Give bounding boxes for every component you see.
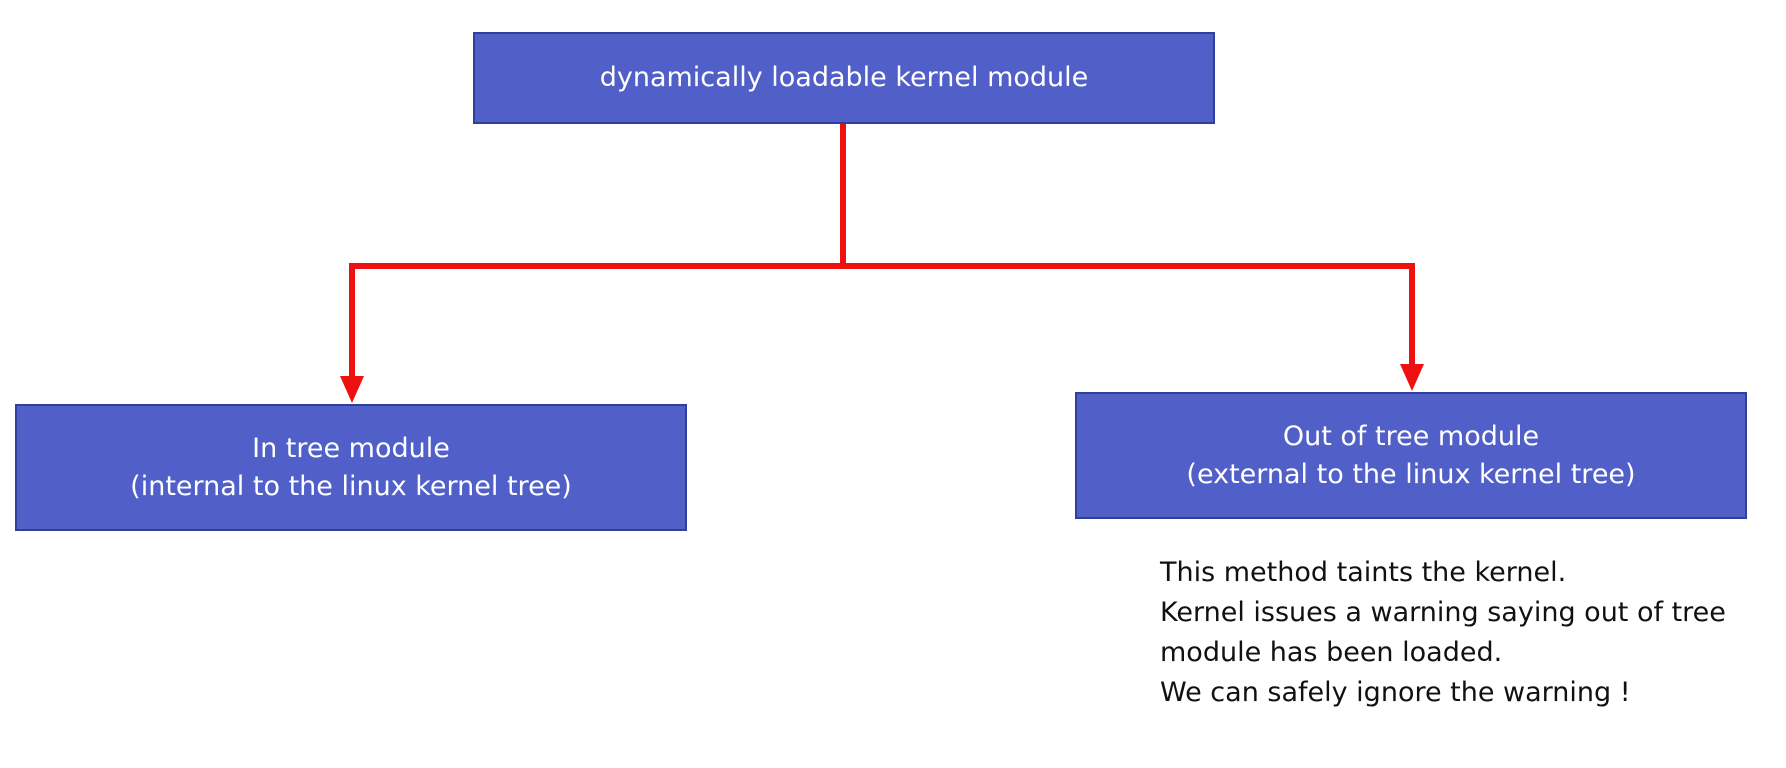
note-line: module has been loaded. [1160, 637, 1503, 668]
arrowhead-out-tree [1400, 364, 1424, 391]
note-line: We can safely ignore the warning ! [1160, 677, 1631, 708]
node-in-tree-module: In tree module (internal to the linux ke… [15, 404, 687, 531]
node-sublabel: (external to the linux kernel tree) [1186, 458, 1636, 490]
note-line: Kernel issues a warning saying out of tr… [1160, 597, 1726, 628]
arrowhead-in-tree [340, 376, 364, 403]
node-sublabel: (internal to the linux kernel tree) [130, 470, 572, 502]
node-label: Out of tree module [1282, 420, 1540, 452]
node-out-of-tree-module: Out of tree module (external to the linu… [1075, 392, 1747, 519]
node-dynamically-loadable-kernel-module: dynamically loadable kernel module [473, 32, 1215, 124]
edge-root-to-out-tree [843, 263, 1415, 366]
note-line: This method taints the kernel. [1160, 557, 1567, 588]
node-label: dynamically loadable kernel module [599, 62, 1089, 93]
node-label: In tree module [252, 432, 450, 464]
out-of-tree-note: This method taints the kernel. Kernel is… [1160, 553, 1760, 713]
edge-root-to-in-tree [349, 124, 846, 378]
